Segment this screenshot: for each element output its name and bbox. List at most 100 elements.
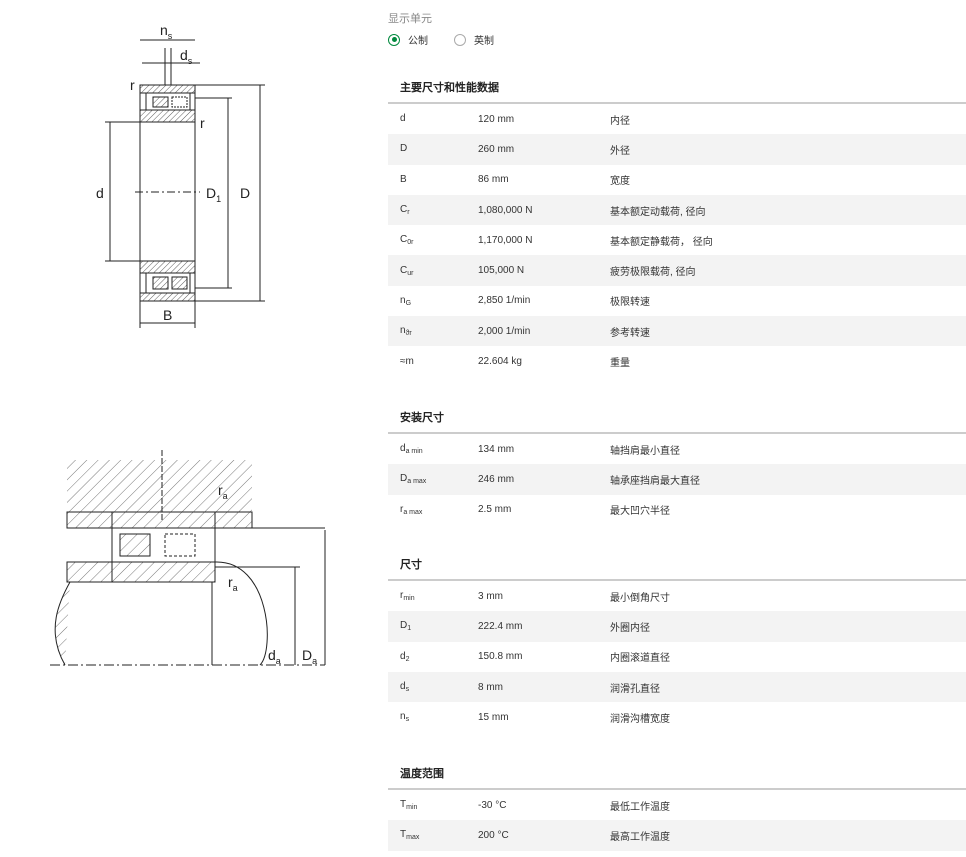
section-title: 尺寸 [388,551,966,581]
spec-description: 最小倒角尺寸 [610,592,670,604]
spec-description: 极限转速 [610,297,650,309]
spec-value: 2.5 mm [478,504,512,516]
spec-value: 222.4 mm [478,620,523,632]
spec-value: 15 mm [478,711,509,723]
spec-symbol: d [388,113,478,125]
spec-symbol-main: C [400,234,408,246]
spec-row: Da max 246 mm 轴承座挡肩最大直径 [388,464,966,495]
spec-symbol: ds [388,681,478,693]
unit-option-imperial[interactable]: 英制 [454,32,494,47]
spec-symbol: D1 [388,620,478,632]
spec-value: 1,170,000 N [478,234,533,246]
spec-symbol-sub: a max [407,478,427,486]
spec-symbol-main: D [400,143,408,155]
label-ns: ns [160,22,173,41]
spec-symbol: nϑr [388,325,478,337]
label-r-top: r [130,77,135,93]
spec-symbol: Cr [388,204,478,216]
spec-description: 外圈内径 [610,622,650,634]
spec-symbol-sub: a min [405,448,423,456]
spec-description: 内圈滚道直径 [610,653,670,665]
radio-unchecked-icon[interactable] [454,33,466,46]
spec-symbol-main: C [400,264,408,276]
label-d: d [96,185,104,201]
radio-checked-icon[interactable] [388,33,400,46]
spec-symbol-sub: ϑr [405,330,412,338]
label-D: D [240,185,250,201]
label-B: B [163,307,172,323]
spec-symbol: d2 [388,651,478,663]
unit-selector: 公制 英制 [388,32,520,47]
spec-description: 参考转速 [610,327,650,339]
spec-symbol-main: r [400,590,404,602]
spec-symbol-main: ≈m [400,355,414,367]
spec-value: 260 mm [478,143,515,155]
section-title: 温度范围 [388,760,966,790]
spec-value: -30 °C [478,799,507,811]
unit-option-metric[interactable]: 公制 [388,32,428,47]
spec-value: 150.8 mm [478,651,523,663]
spec-symbol-main: T [400,799,407,811]
spec-description: 疲劳极限载荷, 径向 [610,267,696,279]
spec-symbol: D [388,143,478,155]
spec-value: 200 °C [478,829,509,841]
spec-value: 105,000 N [478,265,525,277]
spec-symbol: Tmin [388,799,478,811]
spec-description: 润滑沟槽宽度 [610,713,670,725]
label-D1: D1 [206,185,221,204]
spec-symbol-sub: G [405,299,412,307]
spec-value: 86 mm [478,174,509,186]
spec-symbol-sub: r [407,209,410,217]
bearing-cross-section-drawing: ns ds r r d D1 D B [96,22,265,328]
spec-symbol-main: D [400,473,408,485]
spec-symbol-sub: min [403,595,415,603]
spec-value: 246 mm [478,473,515,485]
spec-value: 2,850 1/min [478,295,531,307]
spec-value: 1,080,000 N [478,204,533,216]
spec-description: 宽度 [610,176,630,188]
spec-symbol-main: r [400,503,404,515]
spec-symbol-sub: s [405,686,410,694]
spec-symbol-main: D [400,620,408,632]
spec-symbol: Tmax [388,829,478,841]
spec-symbol: Cur [388,265,478,277]
label-r-side: r [200,115,205,131]
mounting-dimensions-drawing: ra ra da Da [50,450,326,666]
label-Da: Da [302,647,317,666]
section-title: 主要尺寸和性能数据 [388,74,966,104]
unit-option-label: 英制 [474,36,494,47]
spec-value: 2,000 1/min [478,325,531,337]
label-ra-bottom: ra [228,574,238,593]
spec-description: 轴挡肩最小直径 [610,445,680,457]
spec-description: 轴承座挡肩最大直径 [610,475,700,487]
spec-symbol: da min [388,443,478,455]
spec-symbol: ns [388,711,478,723]
label-da: da [268,647,281,666]
spec-description: 润滑孔直径 [610,683,660,695]
spec-description: 基本额定动载荷, 径向 [610,206,706,218]
spec-description: 最大凹穴半径 [610,506,670,518]
spec-symbol: ≈m [388,356,478,368]
spec-description: 基本额定静载荷， 径向 [610,236,713,248]
spec-symbol: B [388,174,478,186]
spec-symbol: ra max [388,504,478,516]
spec-symbol-main: d [400,113,406,125]
spec-description: 最高工作温度 [610,831,670,843]
spec-symbol: rmin [388,590,478,602]
